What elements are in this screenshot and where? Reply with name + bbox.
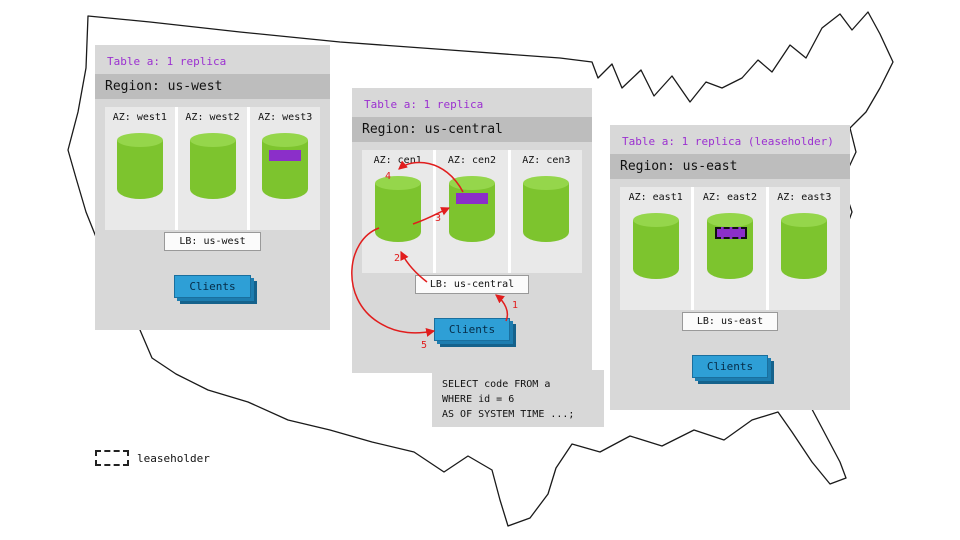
az-column-east1: AZ: east1 xyxy=(620,187,692,310)
az-column-west2: AZ: west2 xyxy=(177,107,248,230)
az-label: AZ: east2 xyxy=(702,192,758,203)
az-column-cen3: AZ: cen3 xyxy=(510,150,582,273)
sql-query-box: SELECT code FROM a WHERE id = 6 AS OF SY… xyxy=(432,370,604,427)
replica-badge xyxy=(269,150,302,161)
az-row: AZ: east1 AZ: east2 AZ: east3 xyxy=(620,187,840,310)
load-balancer-box: LB: us-east xyxy=(681,312,779,331)
legend-label: leaseholder xyxy=(137,451,210,465)
load-balancer-box: LB: us-west xyxy=(164,232,261,251)
legend-leaseholder-swatch xyxy=(95,450,129,466)
panel-us-central: Table a: 1 replica Region: us-central AZ… xyxy=(352,88,592,373)
clients-box: Clients xyxy=(433,318,511,341)
database-cylinder xyxy=(189,133,236,199)
database-cylinder xyxy=(116,133,163,199)
az-column-cen1: AZ: cen1 xyxy=(362,150,434,273)
database-cylinder xyxy=(523,176,570,242)
database-cylinder xyxy=(632,213,679,279)
az-label: AZ: cen3 xyxy=(522,155,571,166)
table-replica-label: Table a: 1 replica xyxy=(364,98,484,111)
replica-badge xyxy=(455,193,488,204)
database-cylinder xyxy=(448,176,495,242)
az-label: AZ: west3 xyxy=(258,112,313,123)
load-balancer-box: LB: us-central xyxy=(414,275,530,294)
az-row: AZ: west1 AZ: west2 AZ: west3 xyxy=(105,107,321,230)
panel-us-west: Table a: 1 replica Region: us-west AZ: w… xyxy=(95,45,330,330)
database-cylinder xyxy=(262,133,309,199)
region-label: Region: us-east xyxy=(610,154,850,179)
az-label: AZ: east1 xyxy=(628,192,683,203)
sql-line: AS OF SYSTEM TIME ...; xyxy=(442,409,575,420)
az-column-east2: AZ: east2 xyxy=(694,187,766,310)
leaseholder-badge xyxy=(714,227,747,239)
clients-box: Clients xyxy=(174,275,251,298)
legend: leaseholder xyxy=(95,450,210,466)
az-label: AZ: cen1 xyxy=(373,155,422,166)
az-label: AZ: cen2 xyxy=(447,155,497,166)
az-label: AZ: east3 xyxy=(777,192,832,203)
table-replica-label: Table a: 1 replica (leaseholder) xyxy=(622,135,834,148)
az-column-cen2: AZ: cen2 xyxy=(436,150,508,273)
sql-line: SELECT code FROM a xyxy=(442,379,551,390)
az-label: AZ: west2 xyxy=(185,112,240,123)
panel-us-east: Table a: 1 replica (leaseholder) Region:… xyxy=(610,125,850,410)
sql-line: WHERE id = 6 xyxy=(442,394,515,405)
az-row: AZ: cen1 AZ: cen2 AZ: cen3 xyxy=(362,150,582,273)
database-cylinder xyxy=(706,213,753,279)
az-column-west1: AZ: west1 xyxy=(105,107,175,230)
az-column-west3: AZ: west3 xyxy=(250,107,321,230)
database-cylinder xyxy=(781,213,828,279)
az-column-east3: AZ: east3 xyxy=(768,187,840,310)
table-replica-label: Table a: 1 replica xyxy=(107,55,227,68)
az-label: AZ: west1 xyxy=(112,112,167,123)
clients-box: Clients xyxy=(691,355,769,378)
region-label: Region: us-central xyxy=(352,117,592,142)
database-cylinder xyxy=(374,176,421,242)
region-label: Region: us-west xyxy=(95,74,330,99)
